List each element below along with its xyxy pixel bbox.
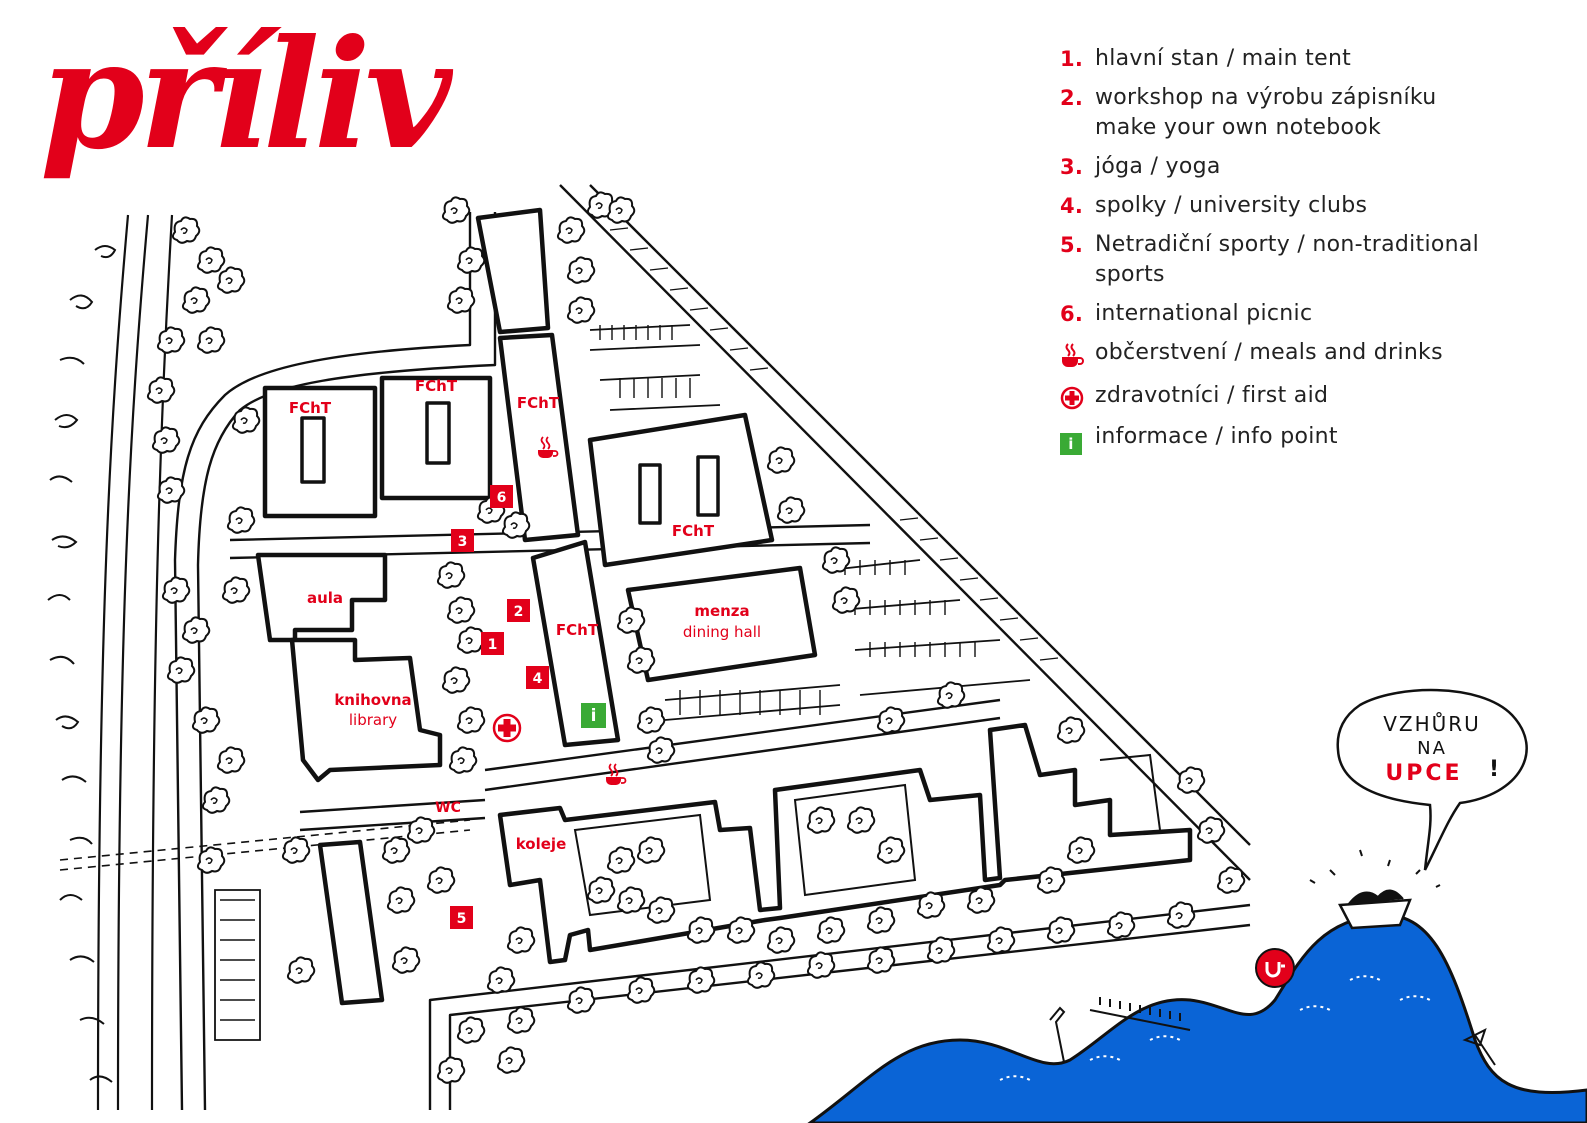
legend-item-meals-drinks: občerstvení / meals and drinks [1060,338,1560,372]
first-aid-icon [492,713,522,743]
info-icon: i [1060,433,1082,455]
building-fcht-5 [530,539,621,748]
legend-label-line1: Netradiční sporty / non-traditional [1095,232,1480,257]
svg-text:5: 5 [457,911,467,927]
buildings [255,207,1193,1006]
label-fcht-3: FChT [517,394,560,412]
building-fcht-3 [475,207,551,335]
legend-label: international picnic [1095,301,1313,326]
legend-label-line2: make your own notebook [1095,115,1382,140]
label-wc: WC [435,800,461,816]
marker-4: 4 [526,666,549,689]
legend-label: zdravotníci / first aid [1095,383,1329,408]
bubble-line1: VZHŮRU [1383,712,1481,736]
marker-3: 3 [451,529,474,552]
legend-item-first-aid: zdravotníci / first aid [1060,381,1560,413]
legend: 1. hlavní stan / main tent 2. workshop n… [1060,44,1560,461]
legend-label: Netradiční sporty / non-traditional spor… [1095,230,1560,290]
building-aula [255,552,388,643]
priliv-logo: příliv [40,7,452,183]
legend-item-university-clubs: 4. spolky / university clubs [1060,191,1560,221]
svg-text:3: 3 [458,534,468,550]
legend-item-info-point: i informace / info point [1060,422,1560,455]
building-sublabels: library dining hall [349,623,761,729]
legend-item-main-tent: 1. hlavní stan / main tent [1060,44,1560,74]
label-dining-hall: dining hall [683,623,761,641]
cup-icon [606,763,627,785]
svg-text:6: 6 [497,490,507,506]
legend-label: občerstvení / meals and drinks [1095,340,1443,365]
cup-icon [538,436,559,458]
bubble-line2: NA [1417,738,1447,759]
svg-text:4: 4 [533,671,543,687]
label-library: library [349,711,397,729]
legend-label: jóga / yoga [1095,154,1221,179]
building-labels: FChT FChT FChT FChT FChT aula knihovna m… [289,377,750,853]
label-fcht-1: FChT [289,399,332,417]
building-fcht-2 [379,375,493,501]
legend-item-international-picnic: 6. international picnic [1060,299,1560,329]
legend-item-non-traditional-sports: 5. Netradiční sporty / non-traditional s… [1060,230,1560,290]
cup-icon [1062,343,1084,367]
legend-marker: 3. [1060,155,1084,179]
info-point-marker: i [581,703,606,728]
svg-text:2: 2 [514,604,524,620]
legend-marker: 4. [1060,194,1084,218]
legend-item-notebook-workshop: 2. workshop na výrobu zápisníku make you… [1060,83,1560,143]
legend-label: workshop na výrobu zápisníku make your o… [1095,83,1560,143]
label-menza: menza [694,602,749,620]
legend-label-line2: sports [1095,262,1165,287]
first-aid-icon [1060,386,1084,410]
legend-item-yoga: 3. jóga / yoga [1060,152,1560,182]
building-south [317,839,385,1006]
building-fcht-4 [587,412,775,568]
svg-text:1: 1 [488,637,498,653]
bubble-exclaim: ! [1489,757,1499,782]
label-aula: aula [307,589,343,607]
label-fcht-4: FChT [672,522,715,540]
courtyard-details [573,753,1161,917]
label-knihovna: knihovna [334,691,411,709]
label-koleje: koleje [516,835,567,853]
label-fcht-2: FChT [415,377,458,395]
legend-label-line1: workshop na výrobu zápisníku [1095,85,1437,110]
avenue-hatch [609,227,1059,661]
scrub-vegetation [47,245,117,1083]
building-knihovna [289,637,443,783]
legend-marker: 5. [1060,233,1084,257]
label-fcht-5: FChT [556,621,599,639]
upce-ball-icon [1255,948,1295,988]
legend-label: spolky / university clubs [1095,193,1368,218]
legend-label: informace / info point [1095,424,1338,449]
marker-2: 2 [507,599,530,622]
sketch-figures [1049,997,1496,1066]
speech-bubble: VZHŮRU NA UPCE ! [1336,688,1528,871]
event-markers: 1 2 3 4 5 6 i [450,485,606,929]
railway-tracks [59,214,471,1111]
blue-hills [807,913,1587,1123]
marker-5: 5 [450,906,473,929]
legend-label: hlavní stan / main tent [1095,46,1352,71]
svg-text:i: i [591,706,597,726]
marker-1: 1 [481,632,504,655]
marker-6: 6 [490,485,513,508]
legend-marker: 2. [1060,86,1084,110]
legend-marker: 1. [1060,47,1084,71]
legend-marker: 6. [1060,302,1084,326]
bubble-line3: UPCE [1385,761,1462,786]
crater [1309,849,1441,930]
